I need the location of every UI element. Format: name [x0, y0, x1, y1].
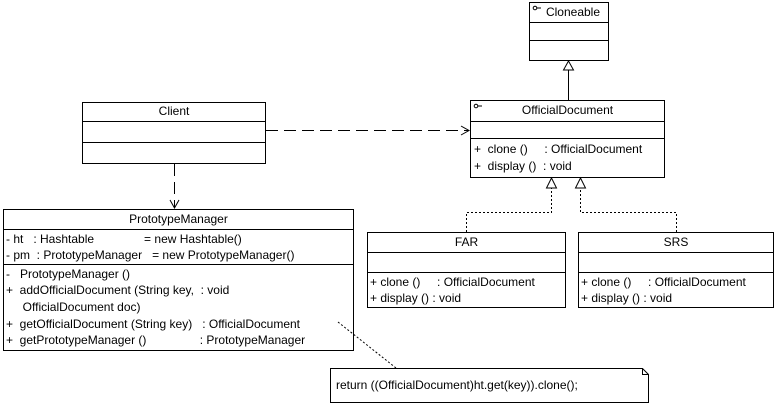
srs-box [578, 232, 774, 308]
class-name-client: Client [158, 104, 190, 118]
cloneable-box [529, 2, 609, 61]
method: + clone () : OfficialDocument [581, 275, 746, 289]
method: + getPrototypeManager () : PrototypeMana… [6, 333, 306, 347]
method: + display () : void [474, 159, 572, 173]
note-box [330, 368, 649, 403]
class-name-official-document: OfficialDocument [521, 103, 614, 117]
note-text: return ((OfficialDocument)ht.get(key)).c… [336, 378, 578, 392]
method: + addOfficialDocument (String key, : voi… [6, 283, 230, 297]
class-name-prototype-manager: PrototypeManager [129, 212, 228, 226]
realization-srs-head [574, 176, 587, 189]
interface-icon [532, 5, 541, 11]
method: + display () : void [370, 291, 462, 305]
method: + getOfficialDocument (String key) : Off… [6, 317, 301, 331]
interface-icon [473, 103, 482, 109]
note-link [337, 321, 397, 369]
realization-far [466, 188, 552, 232]
class-name-srs: SRS [663, 235, 689, 249]
method: + clone () : OfficialDocument [370, 275, 535, 289]
attribute: - ht : Hashtable = new Hashtable() [6, 232, 242, 246]
attribute: - pm : PrototypeManager = new PrototypeM… [6, 248, 295, 262]
client-box [82, 102, 266, 164]
method: - PrototypeManager () [6, 267, 131, 281]
official-document-box [470, 100, 665, 178]
prototype-manager-box [3, 209, 354, 351]
method: OfficialDocument doc) [6, 300, 141, 314]
method: + display () : void [581, 291, 673, 305]
method: + clone () : OfficialDocument [474, 142, 643, 156]
class-name-cloneable: Cloneable [545, 5, 601, 19]
realization-far-head [545, 176, 558, 189]
realization-srs [580, 188, 677, 232]
dependency-client-officialdocument [266, 125, 471, 136]
dependency-client-prototypemanager [169, 164, 180, 210]
class-name-far: FAR [454, 235, 479, 249]
far-box [367, 232, 566, 308]
generalization-arrow [562, 59, 575, 100]
